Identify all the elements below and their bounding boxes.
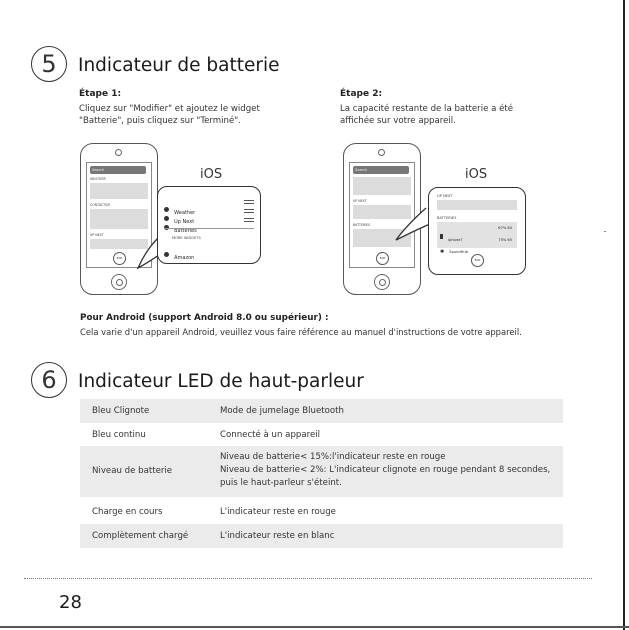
home-button-icon <box>374 274 390 290</box>
widget-label: BATTERIES <box>353 223 371 227</box>
edit-button: Edit <box>471 254 484 267</box>
phone-illustration-1: Search WEATHER CONTACTS/E UP NEXT Edit <box>80 143 158 295</box>
led-state: Bleu continu <box>92 430 146 440</box>
footer-divider <box>24 578 592 579</box>
reorder-handle-icon <box>244 218 254 222</box>
widget-block <box>90 239 148 249</box>
remove-icon <box>164 216 169 221</box>
phone-speaker-icon <box>378 149 385 156</box>
led-state: Charge en cours <box>92 507 163 517</box>
led-desc: puis le haut-parleur s'éteint. <box>220 478 342 488</box>
more-widgets-header: MORE WIDGETS <box>172 236 201 240</box>
widget-block <box>353 177 411 195</box>
widget-block <box>353 205 411 219</box>
section-5-number: 5 <box>31 46 67 82</box>
step-1-line-1: Cliquez sur "Modifier" et ajoutez le wid… <box>79 104 260 114</box>
battery-row: ✱ SoundHub 75% 65 <box>440 238 512 255</box>
batteries-block: iphone7 67% 80 ✱ SoundHub 75% 65 <box>437 222 517 255</box>
reorder-handle-icon <box>244 200 254 204</box>
section-5-title: Indicateur de batterie <box>78 55 280 76</box>
widget-list-bubble: Weather Up Next Batteries MORE WIDGETS A… <box>157 186 261 264</box>
led-table-row: Bleu continu Connecté à un appareil <box>80 424 563 444</box>
page-border-bottom <box>0 626 629 628</box>
widget-label: UP NEXT <box>353 199 367 203</box>
page-border-right <box>623 0 625 630</box>
phone-icon <box>440 234 443 239</box>
edit-button: Edit <box>376 252 389 265</box>
edit-button: Edit <box>113 252 126 265</box>
led-desc: L'indicateur reste en rouge <box>220 507 336 517</box>
bluetooth-icon: ✱ <box>440 249 445 255</box>
led-desc: Niveau de batterie< 15%:l'indicateur res… <box>220 452 446 462</box>
step-1-title: Étape 1: <box>79 89 122 99</box>
led-table-row: Complètement chargé L'indicateur reste e… <box>80 524 563 548</box>
widget-item-up-next: Up Next <box>164 208 254 227</box>
android-text: Cela varie d'un appareil Android, veuill… <box>80 327 522 337</box>
page-number: 28 <box>59 592 82 613</box>
widget-item-amazon: Amazon <box>164 244 254 263</box>
step-1-line-2: "Batterie", puis cliquez sur "Terminé". <box>79 116 241 126</box>
widget-label: WEATHER <box>90 177 106 181</box>
phone-screen: Search WEATHER CONTACTS/E UP NEXT Edit <box>86 162 152 268</box>
section-6-number: 6 <box>31 362 67 398</box>
search-bar: Search <box>353 166 409 174</box>
led-state: Bleu Clignote <box>92 406 150 416</box>
led-state: Complètement chargé <box>92 531 189 541</box>
ios-label-1: iOS <box>200 167 223 182</box>
led-state: Niveau de batterie <box>92 466 173 476</box>
batteries-label: BATTERIES <box>437 216 457 220</box>
step-2-title: Étape 2: <box>340 89 383 99</box>
led-desc: Niveau de batterie< 2%: L'indicateur cli… <box>220 465 551 475</box>
bubble-2-tail <box>395 207 431 241</box>
home-button-icon <box>111 274 127 290</box>
widget-label: UP NEXT <box>90 233 104 237</box>
led-desc: Mode de jumelage Bluetooth <box>220 406 344 416</box>
battery-row: iphone7 67% 80 <box>440 226 514 245</box>
remove-icon <box>164 207 169 212</box>
widget-block <box>353 229 411 247</box>
battery-widget-bubble: UP NEXT BATTERIES iphone7 67% 80 ✱ Sound… <box>428 187 526 275</box>
phone-illustration-2: Search UP NEXT BATTERIES Edit <box>343 143 421 295</box>
ios-label-2: iOS <box>465 167 488 182</box>
step-2-line-2: affichée sur votre appareil. <box>340 116 456 126</box>
widget-label: CONTACTS/E <box>90 203 111 207</box>
step-2-line-1: La capacité restante de la batterie a ét… <box>340 104 514 114</box>
led-table-row: Bleu Clignote Mode de jumelage Bluetooth <box>80 399 563 423</box>
led-desc: Connecté à un appareil <box>220 430 321 440</box>
widget-item-weather: Weather <box>164 199 254 218</box>
section-6-title: Indicateur LED de haut-parleur <box>78 371 364 392</box>
phone-screen: Search UP NEXT BATTERIES Edit <box>349 162 415 268</box>
add-icon <box>164 252 169 257</box>
up-next-block <box>437 200 517 210</box>
up-next-label: UP NEXT <box>437 194 453 198</box>
widget-block <box>90 183 148 199</box>
led-desc: L'indicateur reste en blanc <box>220 531 335 541</box>
phone-speaker-icon <box>115 149 122 156</box>
android-title: Pour Android (support Android 8.0 ou sup… <box>80 313 329 323</box>
remove-icon <box>164 225 169 230</box>
search-bar: Search <box>90 166 146 174</box>
widget-item-batteries: Batteries <box>164 217 254 236</box>
led-table-row: Niveau de batterie Niveau de batterie< 1… <box>80 446 563 497</box>
led-table-row: Charge en cours L'indicateur reste en ro… <box>80 502 563 522</box>
reorder-handle-icon <box>244 209 254 213</box>
widget-block <box>90 209 148 229</box>
